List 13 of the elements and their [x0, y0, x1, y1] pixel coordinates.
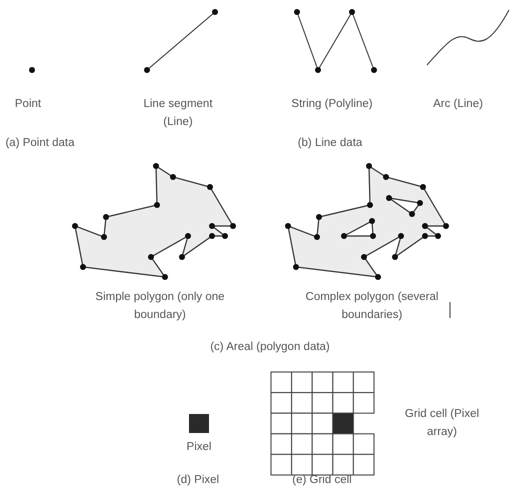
pixel-label: Pixel [186, 440, 212, 455]
polyline-label: String (Polyline) [291, 97, 373, 112]
panel-caption: (e) Grid cell [292, 473, 352, 488]
polygon-label: Complex polygon (several boundaries) [304, 290, 440, 323]
arc-label: Arc (Line) [433, 97, 483, 112]
line-segment-label: Line segment (Line) [142, 97, 214, 130]
panel-caption: (b) Line data [298, 136, 362, 151]
panel-caption: (a) Point data [5, 136, 75, 151]
grid-cell-label: Grid cell (Pixel array) [404, 407, 480, 440]
point-label: Point [14, 97, 42, 112]
panel-caption: (d) Pixel [176, 473, 220, 488]
panel-caption: (c) Areal (polygon data) [210, 340, 330, 355]
polygon-label: Simple polygon (only one boundary) [95, 290, 225, 323]
